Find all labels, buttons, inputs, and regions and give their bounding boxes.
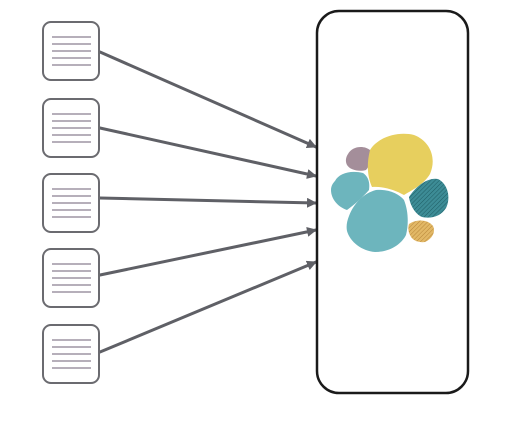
document-5 <box>42 324 100 384</box>
document-4 <box>42 248 100 308</box>
document-2 <box>42 98 100 158</box>
arrow-2 <box>98 126 318 179</box>
arrow-5 <box>98 260 318 354</box>
arrow-4 <box>98 226 318 277</box>
arrow-1 <box>98 50 318 149</box>
source-documents <box>42 21 100 384</box>
arrows <box>98 50 318 354</box>
document-1 <box>42 21 100 81</box>
document-3 <box>42 173 100 233</box>
arrow-3 <box>98 196 318 208</box>
elasticsearch-logo-icon <box>331 133 449 252</box>
